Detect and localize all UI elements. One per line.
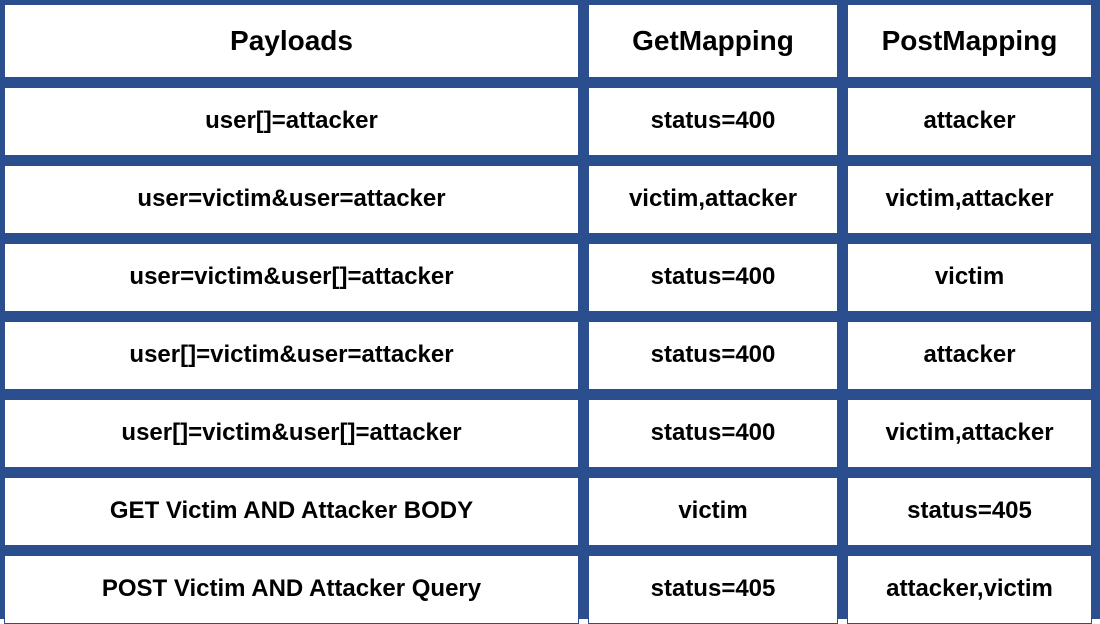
cell-postmapping: status=405 [847,477,1092,546]
table-row: GET Victim AND Attacker BODY victim stat… [0,477,1100,546]
column-header-payloads: Payloads [4,4,579,78]
cell-getmapping: victim [588,477,838,546]
cell-postmapping: attacker,victim [847,555,1092,624]
cell-payload: user[]=attacker [4,87,579,156]
cell-getmapping: status=400 [588,87,838,156]
cell-postmapping: attacker [847,87,1092,156]
table-header-row: Payloads GetMapping PostMapping [0,4,1100,78]
cell-payload: user[]=victim&user[]=attacker [4,399,579,468]
cell-postmapping: victim [847,243,1092,312]
cell-postmapping: attacker [847,321,1092,390]
cell-getmapping: status=400 [588,321,838,390]
cell-postmapping: victim,attacker [847,165,1092,234]
cell-getmapping: status=405 [588,555,838,624]
cell-payload: GET Victim AND Attacker BODY [4,477,579,546]
cell-payload: user=victim&user=attacker [4,165,579,234]
column-header-getmapping: GetMapping [588,4,838,78]
cell-payload: user=victim&user[]=attacker [4,243,579,312]
table-row: user[]=victim&user[]=attacker status=400… [0,399,1100,468]
cell-postmapping: victim,attacker [847,399,1092,468]
table-row: user[]=victim&user=attacker status=400 a… [0,321,1100,390]
cell-payload: user[]=victim&user=attacker [4,321,579,390]
table-row: user[]=attacker status=400 attacker [0,87,1100,156]
table-row: user=victim&user[]=attacker status=400 v… [0,243,1100,312]
cell-payload: POST Victim AND Attacker Query [4,555,579,624]
cell-getmapping: status=400 [588,243,838,312]
cell-getmapping: victim,attacker [588,165,838,234]
cell-getmapping: status=400 [588,399,838,468]
table-row: POST Victim AND Attacker Query status=40… [0,555,1100,624]
column-header-postmapping: PostMapping [847,4,1092,78]
table-row: user=victim&user=attacker victim,attacke… [0,165,1100,234]
